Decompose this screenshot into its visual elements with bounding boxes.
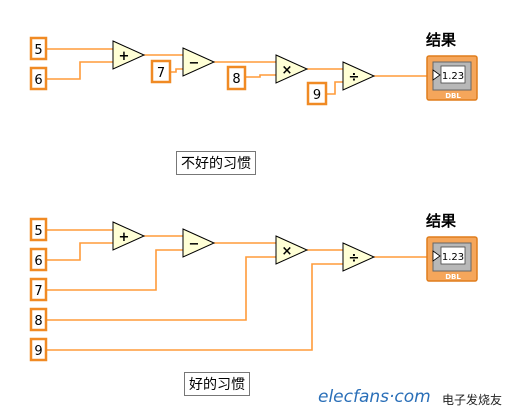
svg-text:×: ×: [282, 63, 293, 78]
svg-text:×: ×: [282, 244, 293, 259]
add-node-top[interactable]: +: [112, 40, 146, 70]
subtract-node-top[interactable]: −: [182, 47, 216, 77]
svg-text:−: −: [189, 56, 200, 71]
constant-top-7[interactable]: 7: [150, 59, 172, 84]
result-label-bottom: 结果: [426, 212, 457, 230]
multiply-node-bottom[interactable]: ×: [275, 235, 309, 265]
constant-bottom-7[interactable]: 7: [29, 277, 48, 302]
constant-top-5[interactable]: 5: [29, 36, 48, 61]
svg-text:1.23: 1.23: [442, 252, 464, 263]
svg-text:6: 6: [34, 254, 42, 269]
divide-node-bottom[interactable]: ÷: [342, 242, 376, 272]
svg-text:÷: ÷: [349, 70, 360, 85]
constant-bottom-9[interactable]: 9: [29, 337, 48, 362]
svg-text:9: 9: [313, 88, 321, 103]
svg-text:5: 5: [34, 224, 42, 239]
caption-good-habit: 好的习惯: [184, 372, 250, 396]
wires: [46, 48, 427, 351]
wire-bot-9-div: [46, 263, 343, 351]
constant-top-8[interactable]: 8: [226, 65, 247, 91]
svg-text:8: 8: [232, 72, 240, 87]
subtract-node-bottom[interactable]: −: [182, 228, 216, 258]
svg-text:DBL: DBL: [445, 92, 461, 100]
svg-text:8: 8: [34, 314, 42, 329]
svg-text:1.23: 1.23: [442, 71, 464, 82]
divide-node-top[interactable]: ÷: [342, 61, 376, 91]
site-watermark: elecfans·com 电子发烧友: [318, 385, 518, 415]
constant-bottom-6[interactable]: 6: [29, 247, 48, 272]
svg-text:+: +: [119, 49, 130, 64]
constant-bottom-8[interactable]: 8: [29, 307, 48, 332]
svg-text:9: 9: [34, 344, 42, 359]
result-label-top: 结果: [426, 31, 457, 49]
result-indicator-top[interactable]: 1.23 DBL: [426, 55, 478, 101]
result-indicator-bottom[interactable]: 1.23 DBL: [426, 236, 478, 282]
svg-text:7: 7: [34, 284, 42, 299]
svg-text:DBL: DBL: [445, 273, 461, 281]
svg-text:+: +: [119, 230, 130, 245]
wire-top-9-div: [326, 81, 343, 95]
svg-text:7: 7: [157, 66, 165, 81]
constant-top-6[interactable]: 6: [29, 66, 48, 91]
svg-text:−: −: [189, 237, 200, 252]
wire-top-8-mul: [245, 74, 276, 78]
wire-bot-8-mul: [46, 256, 276, 321]
constant-bottom-5[interactable]: 5: [29, 217, 48, 242]
svg-text:5: 5: [34, 43, 42, 58]
constant-top-9[interactable]: 9: [306, 81, 328, 106]
watermark-chinese-text: 电子发烧友: [442, 393, 503, 407]
wire-bot-6-add: [46, 242, 113, 261]
multiply-node-top[interactable]: ×: [275, 54, 309, 84]
wire-top-6-add: [46, 61, 113, 80]
wire-top-7-sub: [170, 68, 183, 73]
svg-text:÷: ÷: [349, 251, 360, 266]
add-node-bottom[interactable]: +: [112, 221, 146, 251]
watermark-site-text: elecfans·com: [318, 387, 431, 407]
caption-bad-habit: 不好的习惯: [176, 151, 256, 175]
svg-text:6: 6: [34, 73, 42, 88]
wire-bot-7-sub: [46, 249, 183, 291]
